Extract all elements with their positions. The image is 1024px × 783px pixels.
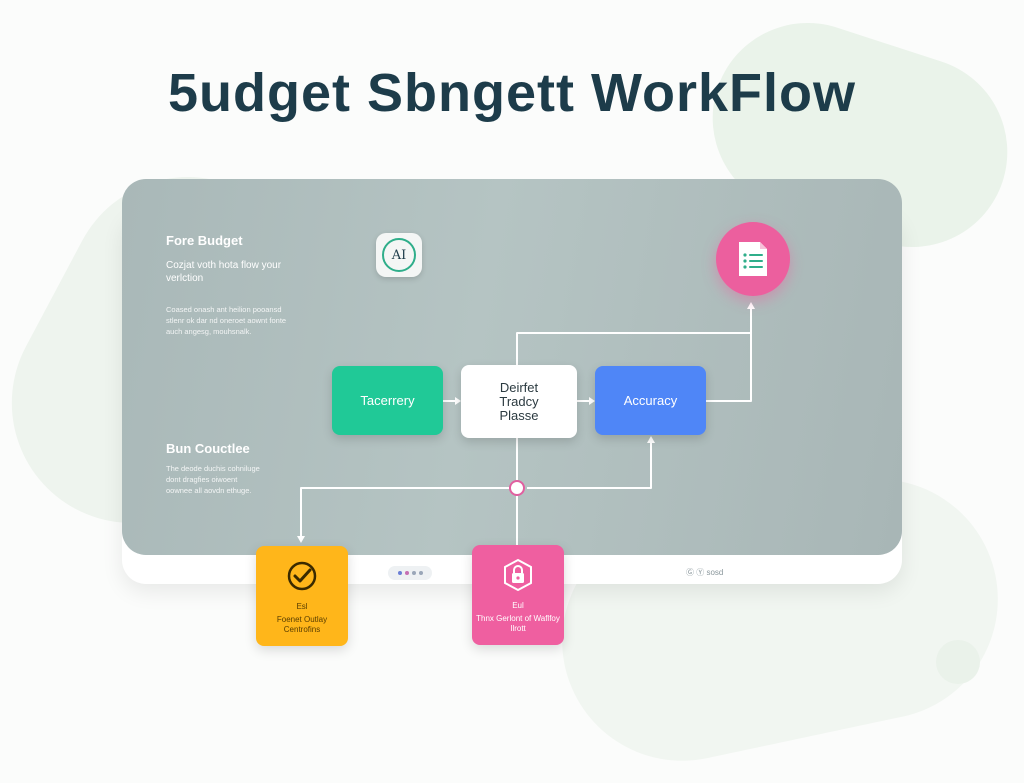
node-label: Tacerrery	[360, 392, 415, 408]
section-heading: Bun Couctlee	[166, 441, 250, 456]
card-text: Thnx Gerlont of Waflfoy Ilrott	[476, 614, 560, 633]
pagination-dot[interactable]	[397, 571, 402, 575]
page-title: 5udget Sbngett WorkFlow	[168, 63, 856, 123]
card-text: Foenet Outlay Centrofins	[276, 615, 328, 634]
section-body: Coased onash ant heilion pooansd stlenr …	[166, 305, 287, 336]
output-card-yellow[interactable]: Esl Foenet Outlay Centrofins	[256, 546, 348, 646]
shield-lock-icon	[504, 558, 532, 592]
section-body: The deode duchis cohniluge dont dragfies…	[166, 464, 260, 495]
card-title: Esl	[296, 602, 308, 611]
document-node[interactable]	[716, 222, 790, 296]
pagination-dot[interactable]	[404, 571, 409, 575]
footer-label: Ⓖ Ⓨ sosd	[686, 568, 724, 577]
node-label: Deirfet Tradcy Plasse	[499, 379, 539, 423]
section-heading: Fore Budget	[166, 233, 243, 248]
ai-icon: AI	[382, 238, 416, 272]
ai-badge-label: AI	[391, 247, 407, 263]
ai-badge[interactable]: AI	[376, 233, 422, 277]
pagination-dots[interactable]	[388, 566, 432, 580]
document-icon	[739, 242, 767, 276]
pagination-dot[interactable]	[418, 571, 423, 575]
process-node-blue[interactable]: Accuracy	[595, 366, 706, 435]
section-subheading: Cozjat voth hota flow your verlction	[166, 260, 282, 284]
process-node-white[interactable]: Deirfet Tradcy Plasse	[461, 365, 577, 438]
checkmark-icon	[287, 561, 317, 591]
process-node-green[interactable]: Tacerrery	[332, 366, 443, 435]
background-dot	[936, 640, 980, 684]
card-title: Eul	[512, 601, 524, 610]
output-card-pink[interactable]: Eul Thnx Gerlont of Waflfoy Ilrott	[472, 545, 564, 645]
pagination-dot[interactable]	[411, 571, 416, 575]
node-label: Accuracy	[623, 392, 678, 408]
